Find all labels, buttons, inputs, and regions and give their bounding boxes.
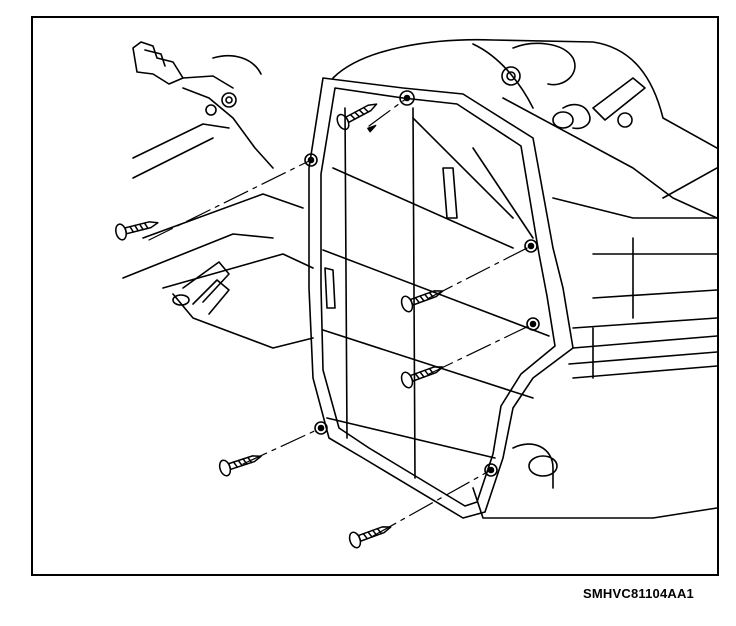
screw-center-upper bbox=[400, 290, 444, 313]
screw-lower-left bbox=[218, 455, 262, 477]
screw-upper-left-panel bbox=[336, 103, 378, 131]
alignment-lines bbox=[148, 97, 534, 537]
illustration-frame bbox=[31, 16, 719, 576]
screw-top-tip bbox=[367, 124, 377, 133]
exploded-view-drawing bbox=[115, 38, 717, 549]
screw-left-bracket bbox=[115, 221, 159, 241]
cover-panel bbox=[308, 77, 574, 519]
figure-reference-code: SMHVC81104AA1 bbox=[583, 586, 694, 601]
mounting-holes bbox=[304, 90, 540, 477]
housing-background bbox=[332, 38, 717, 519]
screw-center-lower bbox=[400, 366, 444, 389]
screws bbox=[115, 103, 444, 549]
left-bracket bbox=[122, 41, 314, 349]
screw-bottom bbox=[348, 526, 392, 549]
